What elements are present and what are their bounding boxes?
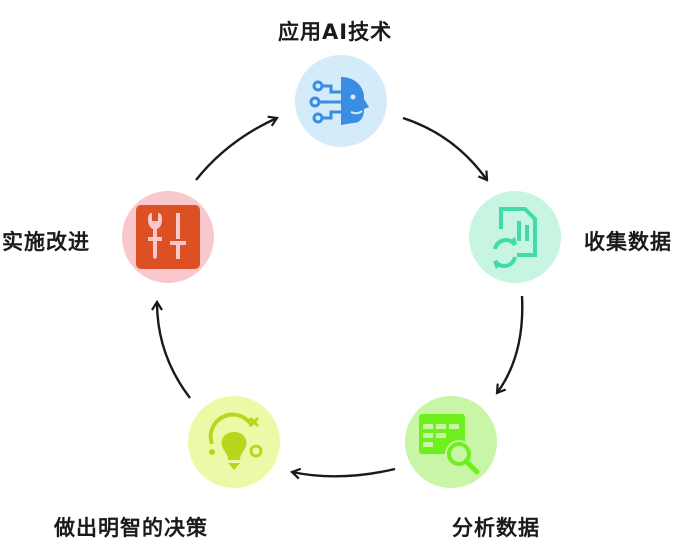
step-label-analyze: 分析数据	[452, 516, 540, 540]
step-label-ai: 应用AI技术	[278, 20, 393, 44]
arrow-collect-to-analyze	[495, 295, 524, 395]
arrow-analyze-to-decide	[289, 467, 396, 480]
table-search-icon	[419, 414, 480, 475]
step-node-ai	[295, 55, 387, 147]
step-label-improve: 实施改进	[2, 230, 90, 254]
ai-head-icon	[309, 77, 369, 125]
tools-icon	[136, 205, 200, 269]
step-label-decide: 做出明智的决策	[54, 516, 208, 540]
step-label-collect: 收集数据	[584, 230, 672, 254]
data-sync-icon	[493, 207, 537, 269]
arrow-ai-to-collect	[402, 116, 489, 182]
step-node-analyze	[405, 396, 497, 488]
arrow-decide-to-improve	[151, 299, 191, 399]
arrow-improve-to-ai	[195, 115, 279, 181]
step-node-improve	[122, 191, 214, 283]
step-node-decide	[188, 396, 280, 488]
step-node-collect	[469, 191, 561, 283]
lightbulb-decision-icon	[208, 412, 263, 470]
